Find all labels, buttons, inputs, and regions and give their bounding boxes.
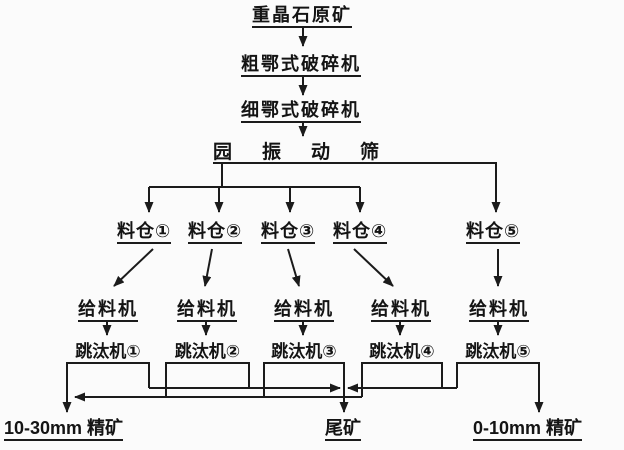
node-bin-3: 料仓③ — [261, 221, 316, 244]
node-fine-jaw-crusher: 细鄂式破碎机 — [241, 100, 361, 123]
node-bin-1: 料仓① — [117, 221, 172, 244]
node-feeder-1: 给料机 — [78, 299, 138, 322]
node-jig-3: 跳汰机③ — [271, 342, 337, 361]
product-tailings: 尾矿 — [325, 418, 361, 441]
node-jig-1: 跳汰机① — [75, 342, 141, 361]
node-jig-2: 跳汰机② — [174, 342, 241, 361]
feeder-jig-arrows — [102, 322, 503, 336]
node-jig-4: 跳汰机④ — [369, 342, 435, 361]
node-jig-5: 跳汰机⑤ — [465, 342, 531, 361]
node-feeder-3: 给料机 — [274, 299, 334, 322]
product-coarse-concentrate: 10-30mm 精矿 — [4, 418, 124, 441]
node-feeder-5: 给料机 — [469, 299, 529, 322]
node-feeder-4: 给料机 — [371, 299, 431, 322]
screen-distribution — [144, 162, 501, 213]
node-vibrating-screen: 园振动筛 — [213, 142, 410, 163]
node-bin-5: 料仓⑤ — [466, 221, 521, 244]
node-bin-2: 料仓② — [188, 221, 243, 244]
node-source-ore: 重晶石原矿 — [252, 5, 352, 28]
product-fine-concentrate: 0-10mm 精矿 — [473, 418, 583, 441]
node-bin-4: 料仓④ — [333, 221, 388, 244]
node-feeder-2: 给料机 — [177, 299, 237, 322]
bin-feeder-arrows — [113, 248, 503, 287]
node-coarse-jaw-crusher: 粗鄂式破碎机 — [241, 54, 361, 77]
jig-output-network — [62, 362, 544, 413]
